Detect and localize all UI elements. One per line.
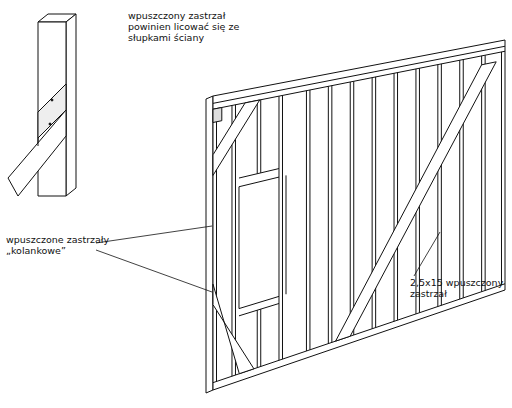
stud-side [66,14,76,196]
stud [501,52,502,285]
leader-line [96,226,212,243]
stud [235,105,236,375]
leader-lines [96,226,440,292]
window-header [239,169,279,178]
diagonal-brace [336,62,497,341]
stud [309,90,310,350]
stud [394,73,395,321]
stud [485,55,486,290]
nail [49,123,51,125]
knee-brace [213,284,254,374]
knee-brace [213,100,260,175]
window-header [239,177,279,187]
nail [51,99,53,101]
leader-line [96,250,212,292]
stud [278,96,279,360]
stud [397,73,398,321]
top-plate [213,46,505,103]
cripple-stud [257,310,258,367]
cripple-stud [257,100,258,173]
brace-notch [213,108,222,123]
wall-side [206,96,213,393]
stud [481,56,482,292]
note: wpuszczony zastrzał powinien licować się… [128,10,244,43]
cripple-stud [260,309,261,366]
leader-line [414,232,440,276]
callout-label: 2,5x15 wpuszczony zastrzał [410,277,508,299]
edge [38,138,39,146]
stud [441,64,442,305]
stud [286,175,287,294]
stud [350,82,351,336]
cripple-stud [260,100,261,173]
wall-outline [213,40,505,390]
stud [331,86,332,343]
stud [282,95,283,359]
stud-front [38,22,66,196]
stud-detail [8,14,76,196]
window-sill [239,303,279,315]
stud [463,60,464,298]
stud [353,81,354,335]
stud [306,91,307,351]
stud [437,65,438,307]
callout-label: wpuszczone zastrzały „kolankowe” [6,234,120,256]
stud [459,60,460,299]
wall-frame [206,40,505,393]
brace-piece [8,110,66,196]
stud [238,187,239,309]
window-sill [239,296,279,308]
stud [328,86,329,343]
